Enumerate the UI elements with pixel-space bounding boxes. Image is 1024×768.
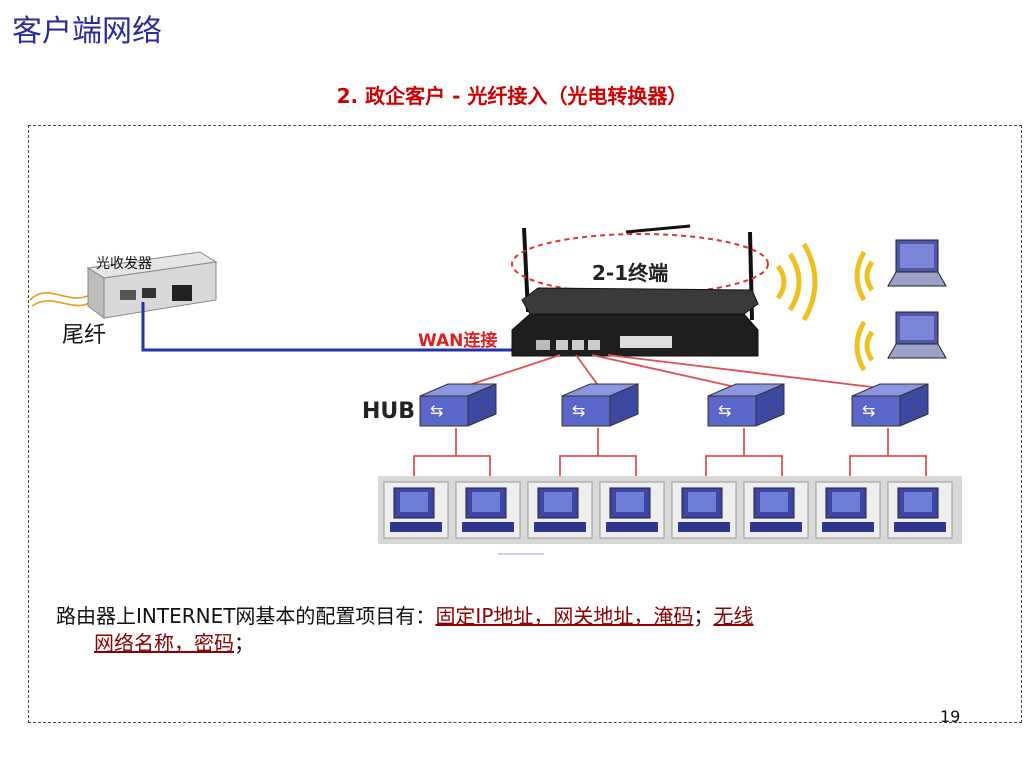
diagram-frame — [28, 125, 1022, 723]
pc-icon — [599, 481, 665, 539]
hub-label: HUB — [362, 399, 415, 424]
wifi-signal-icon — [775, 242, 875, 372]
note-link-wireless-a[interactable]: 无线 — [713, 604, 754, 628]
optical-transceiver — [86, 251, 218, 319]
pc-icon — [815, 481, 881, 539]
page-title: 客户端网络 — [12, 14, 162, 49]
switch-arrows-icon: ⇆ — [430, 401, 443, 420]
pigtail-label: 尾纤 — [62, 323, 106, 348]
note-separator: ； — [693, 604, 714, 628]
pc-icon — [455, 481, 521, 539]
pc-icon — [887, 481, 953, 539]
fiber-pigtail — [29, 291, 98, 307]
slide-subtitle: 2. 政企客户 - 光纤接入（光电转换器） — [336, 84, 688, 108]
pc-icon — [671, 481, 737, 539]
note-end: ； — [234, 631, 254, 655]
transceiver-label: 光收发器 — [96, 256, 152, 272]
hub-switch-icon: ⇆ — [561, 383, 639, 427]
note-link-wireless-b[interactable]: 网络名称，密码 — [94, 631, 234, 655]
hub-switch-icon: ⇆ — [707, 383, 785, 427]
router — [511, 287, 759, 357]
hub-to-pc-cables — [413, 428, 927, 476]
laptop-icon — [887, 311, 947, 359]
note-prefix: 路由器上INTERNET网基本的配置项目有： — [56, 604, 436, 628]
pc-icon — [383, 481, 449, 539]
switch-arrows-icon: ⇆ — [862, 401, 875, 420]
router-to-hub-cables — [459, 354, 881, 389]
hub-switch-icon: ⇆ — [419, 383, 497, 427]
wan-label: WAN连接 — [418, 330, 497, 351]
config-note: 路由器上INTERNET网基本的配置项目有：固定IP地址，网关地址，淹码；无线 … — [56, 603, 956, 657]
terminal-label: 2-1终端 — [592, 261, 668, 285]
pc-icon — [527, 481, 593, 539]
note-link-ip-gateway[interactable]: 固定IP地址，网关地址，淹码 — [435, 604, 694, 628]
hub-switch-icon: ⇆ — [851, 383, 929, 427]
laptop-icon — [887, 239, 947, 287]
pc-icon — [743, 481, 809, 539]
switch-arrows-icon: ⇆ — [572, 401, 585, 420]
switch-arrows-icon: ⇆ — [718, 401, 731, 420]
wan-cable — [141, 302, 520, 352]
page-number: 19 — [940, 707, 961, 726]
